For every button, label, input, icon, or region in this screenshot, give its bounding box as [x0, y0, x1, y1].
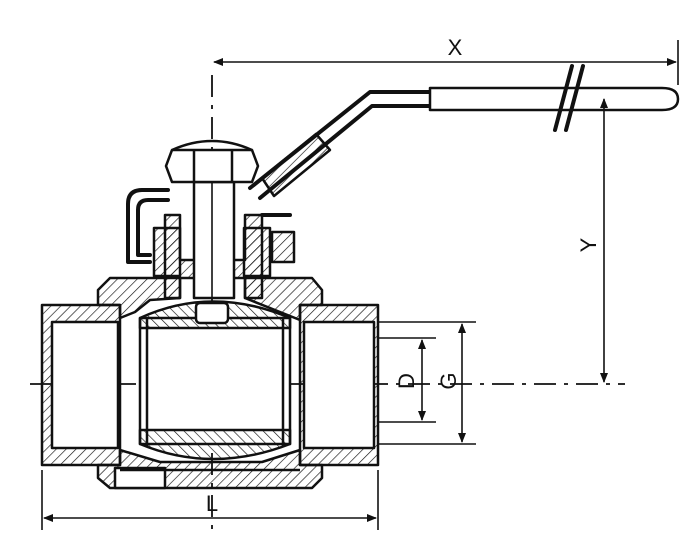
handle-strap-inner [136, 198, 170, 257]
hex-nut [164, 148, 260, 184]
dim-d-label: D [394, 373, 419, 389]
center-bore [138, 316, 292, 446]
dim-x-label: X [448, 35, 463, 60]
left-port [50, 320, 120, 450]
stem-slot [194, 301, 230, 325]
valve-body [40, 276, 380, 490]
right-port [302, 320, 376, 450]
dimensions: X Y D G L [41, 35, 679, 530]
stop-block [270, 230, 296, 264]
lever-handle [248, 64, 680, 200]
handle-strap [126, 188, 170, 264]
dim-g-label: G [436, 372, 461, 389]
hex-nut-top [171, 139, 253, 152]
break-mark-1 [553, 64, 574, 132]
stem-assembly [126, 139, 296, 300]
dim-y-label: Y [576, 237, 601, 252]
break-mark-2 [564, 64, 585, 132]
gland-right [242, 226, 272, 278]
lever-sleeve [260, 132, 332, 198]
lever-grip [428, 86, 680, 112]
dim-l-label: L [206, 491, 218, 516]
gland-left [152, 226, 182, 278]
body-lower-plug [113, 466, 167, 490]
ball-bottom [138, 428, 292, 461]
stem [192, 180, 236, 300]
body-upper-shoulder-right [243, 276, 324, 322]
